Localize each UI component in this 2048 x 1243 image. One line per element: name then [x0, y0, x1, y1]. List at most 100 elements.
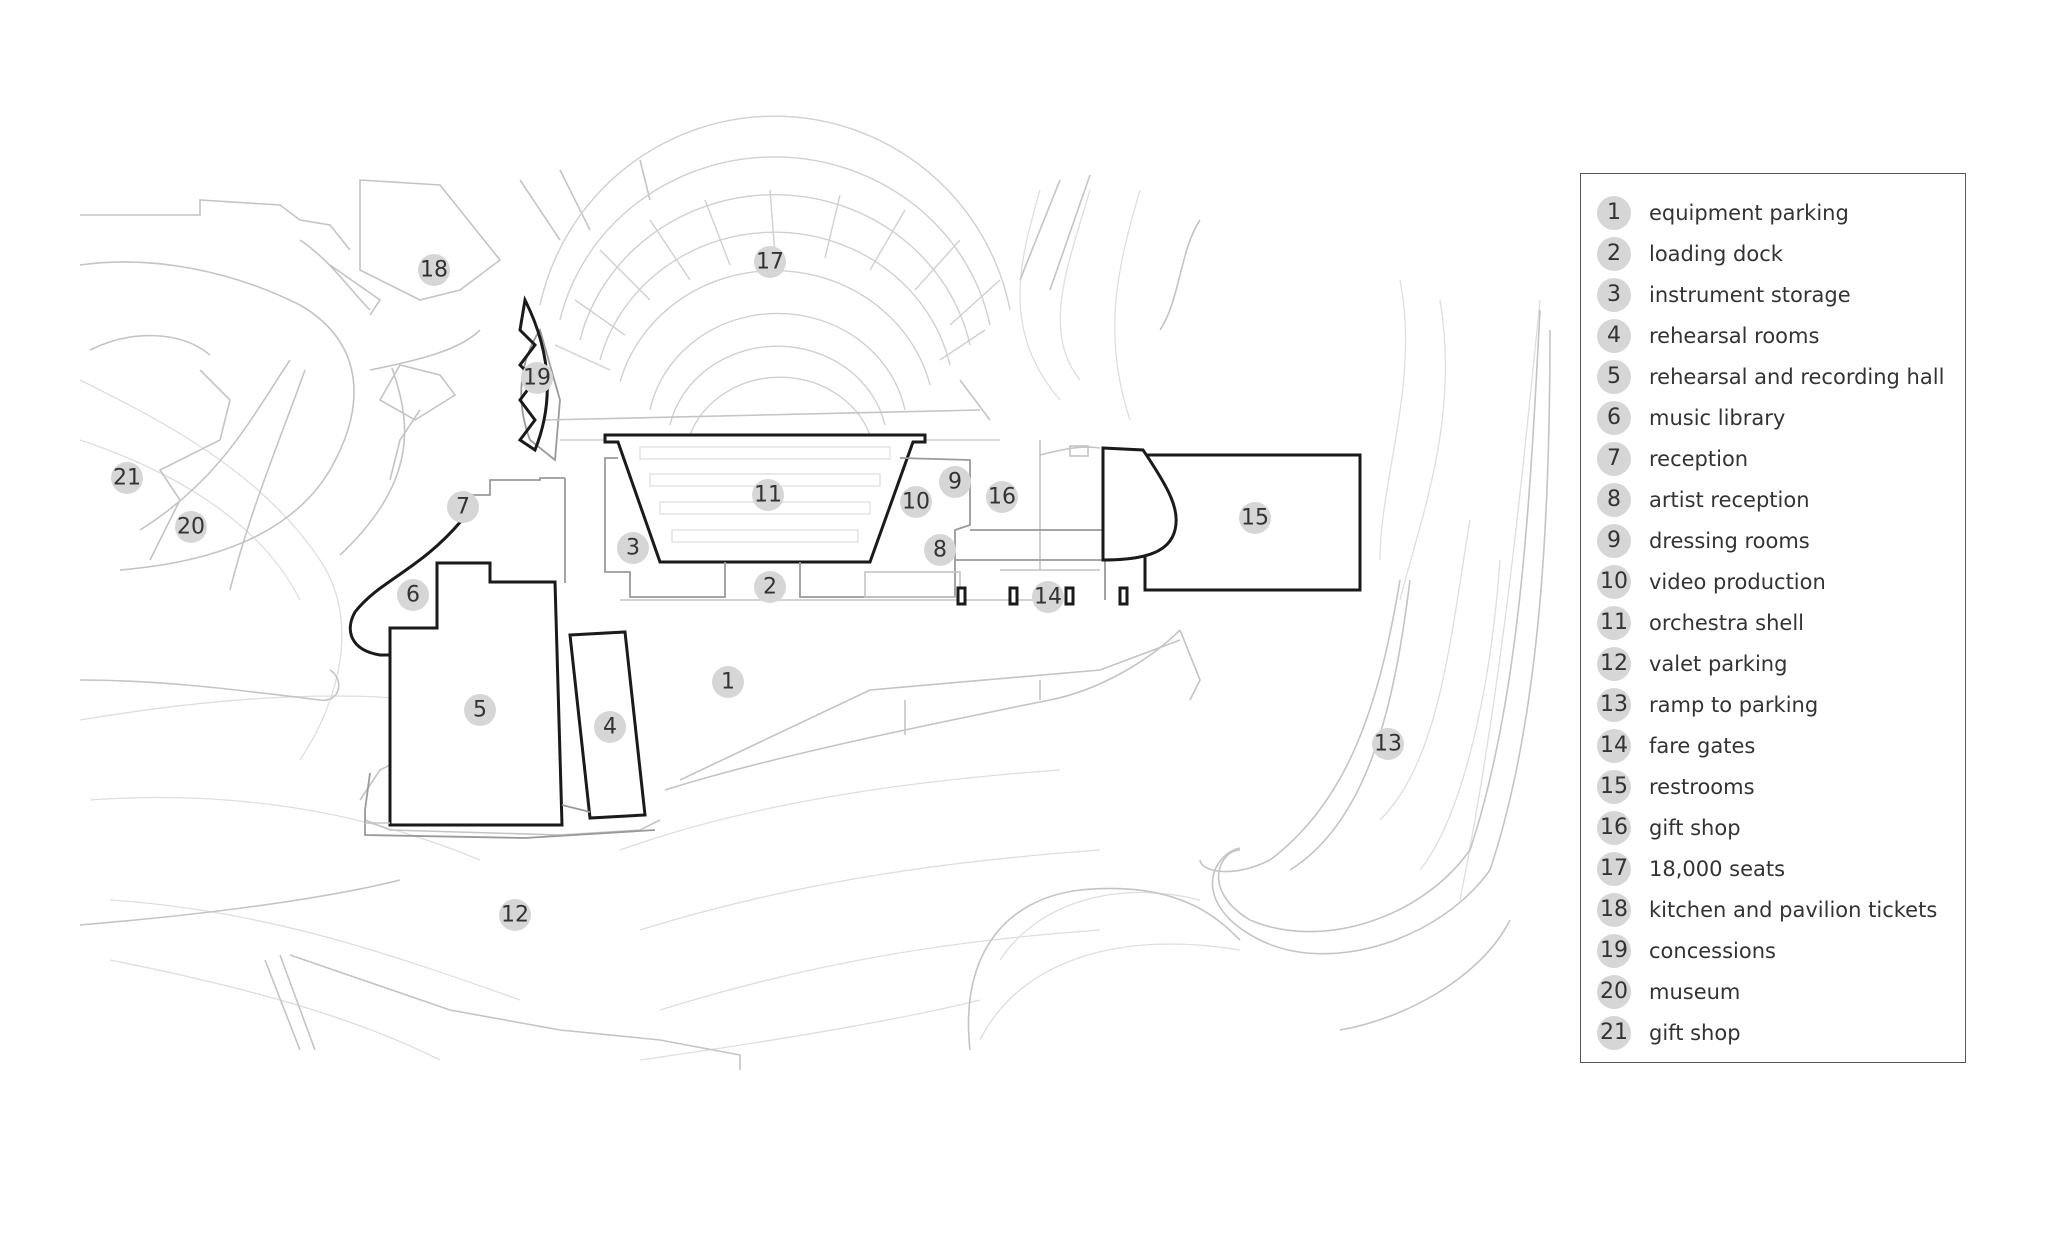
svg-text:9: 9	[948, 470, 962, 495]
legend-item: 11 orchestra shell	[1581, 602, 1965, 643]
legend-number: 20	[1597, 974, 1631, 1009]
legend-number: 7	[1597, 441, 1631, 476]
legend-label: fare gates	[1649, 733, 1756, 758]
marker-13: 13	[1372, 728, 1404, 760]
legend-item: 14 fare gates	[1581, 725, 1965, 766]
svg-text:15: 15	[1241, 506, 1269, 531]
marker-21: 21	[111, 462, 143, 494]
svg-text:20: 20	[177, 515, 205, 540]
legend-number: 21	[1597, 1015, 1631, 1050]
contour-lines	[79, 189, 1541, 1061]
svg-text:7: 7	[456, 495, 470, 520]
legend-item: 3 instrument storage	[1581, 274, 1965, 315]
marker-2: 2	[754, 571, 786, 603]
svg-text:11: 11	[754, 483, 782, 508]
legend-label: reception	[1649, 446, 1749, 471]
svg-text:2: 2	[763, 575, 777, 600]
legend-label: museum	[1649, 979, 1741, 1004]
legend-label: video production	[1649, 569, 1826, 594]
legend-label: rehearsal and recording hall	[1649, 364, 1945, 389]
legend-item: 6 music library	[1581, 397, 1965, 438]
legend-item: 12 valet parking	[1581, 643, 1965, 684]
legend-label: concessions	[1649, 938, 1776, 963]
rehearsal-buildings	[348, 477, 656, 839]
site-lines	[79, 159, 1551, 1070]
legend-item: 5 rehearsal and recording hall	[1581, 356, 1965, 397]
legend-item: 13 ramp to parking	[1581, 684, 1965, 725]
legend-label: kitchen and pavilion tickets	[1649, 897, 1938, 922]
marker-9: 9	[939, 466, 971, 498]
legend-label: gift shop	[1649, 1020, 1741, 1045]
legend-label: instrument storage	[1649, 282, 1851, 307]
legend-item: 10 video production	[1581, 561, 1965, 602]
legend-item: 16 gift shop	[1581, 807, 1965, 848]
amphitheater-seating	[539, 115, 1011, 441]
marker-12: 12	[499, 899, 531, 931]
legend-label: 18,000 seats	[1649, 856, 1786, 881]
marker-4: 4	[594, 711, 626, 743]
svg-text:18: 18	[420, 258, 448, 283]
legend-label: artist reception	[1649, 487, 1810, 512]
svg-text:13: 13	[1374, 732, 1402, 757]
svg-text:14: 14	[1034, 585, 1062, 610]
marker-10: 10	[900, 486, 932, 518]
legend-number: 4	[1597, 318, 1631, 353]
svg-text:16: 16	[988, 485, 1016, 510]
svg-text:19: 19	[523, 366, 551, 391]
marker-16: 16	[986, 481, 1018, 513]
legend-label: ramp to parking	[1649, 692, 1819, 717]
legend-number: 3	[1597, 277, 1631, 312]
marker-15: 15	[1239, 502, 1271, 534]
legend-label: dressing rooms	[1649, 528, 1810, 553]
svg-text:8: 8	[933, 538, 947, 563]
legend-label: orchestra shell	[1649, 610, 1804, 635]
legend-number: 5	[1597, 359, 1631, 394]
legend-item: 21 gift shop	[1581, 1012, 1965, 1053]
legend-label: music library	[1649, 405, 1786, 430]
fare-gates	[956, 586, 1129, 606]
svg-text:5: 5	[473, 698, 487, 723]
legend-number: 14	[1597, 728, 1631, 763]
marker-19: 19	[521, 362, 553, 394]
marker-20: 20	[175, 511, 207, 543]
svg-text:10: 10	[902, 490, 930, 515]
svg-text:12: 12	[501, 903, 529, 928]
legend-number: 2	[1597, 236, 1631, 271]
legend-number: 11	[1597, 605, 1631, 640]
marker-3: 3	[617, 532, 649, 564]
svg-text:1: 1	[721, 670, 735, 695]
marker-17: 17	[754, 246, 786, 278]
legend-label: gift shop	[1649, 815, 1741, 840]
legend-number: 15	[1597, 769, 1631, 804]
marker-1: 1	[712, 666, 744, 698]
legend-number: 16	[1597, 810, 1631, 845]
legend-label: restrooms	[1649, 774, 1755, 799]
svg-text:3: 3	[626, 536, 640, 561]
legend-number: 13	[1597, 687, 1631, 722]
legend-number: 12	[1597, 646, 1631, 681]
svg-text:6: 6	[406, 583, 420, 608]
backstage-outline	[604, 457, 1106, 600]
legend-item: 15 restrooms	[1581, 766, 1965, 807]
svg-text:4: 4	[603, 715, 617, 740]
legend-label: loading dock	[1649, 241, 1783, 266]
marker-18: 18	[418, 254, 450, 286]
legend-item: 20 museum	[1581, 971, 1965, 1012]
svg-text:17: 17	[756, 250, 784, 275]
legend-number: 6	[1597, 400, 1631, 435]
legend-label: equipment parking	[1649, 200, 1849, 225]
marker-6: 6	[397, 579, 429, 611]
legend-number: 10	[1597, 564, 1631, 599]
restrooms-outline	[1069, 445, 1362, 592]
legend-label: valet parking	[1649, 651, 1788, 676]
legend-item: 7 reception	[1581, 438, 1965, 479]
svg-text:21: 21	[113, 466, 141, 491]
marker-14: 14	[1032, 581, 1064, 613]
